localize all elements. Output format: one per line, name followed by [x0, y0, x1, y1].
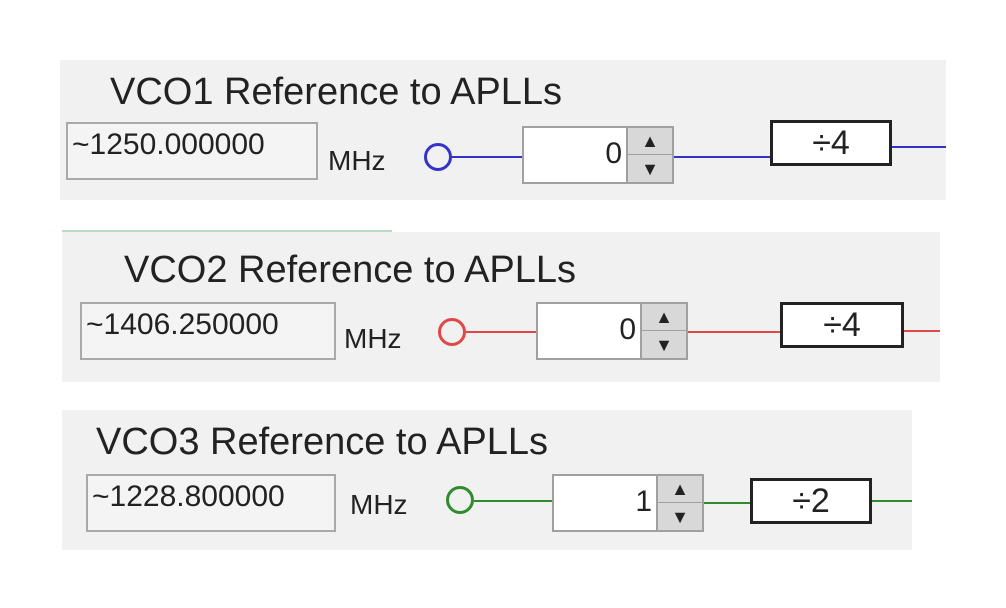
- vco3-title: VCO3 Reference to APLLs: [96, 421, 549, 463]
- vco3-panel: VCO3 Reference to APLLs ~1228.800000 MHz…: [62, 410, 912, 550]
- vco2-divider-box[interactable]: ÷4: [780, 302, 904, 348]
- vco1-spin-down-icon[interactable]: ▼: [641, 158, 659, 179]
- vco3-unit-label: MHz: [350, 489, 408, 520]
- vco2-panel: VCO2 Reference to APLLs ~1406.250000 MHz…: [62, 232, 940, 382]
- vco1-spin-value[interactable]: 0: [522, 126, 628, 184]
- vco2-unit-label: MHz: [344, 323, 402, 354]
- vco3-wire-2: [704, 502, 750, 504]
- vco2-wire: [466, 331, 536, 333]
- vco2-output-node-icon[interactable]: [438, 318, 466, 346]
- vco2-spin-value[interactable]: 0: [536, 302, 642, 360]
- vco3-spin-buttons: ▲ ▼: [656, 474, 704, 532]
- vco1-title: VCO1 Reference to APLLs: [110, 71, 563, 113]
- vco2-spin-buttons: ▲ ▼: [640, 302, 688, 360]
- vco1-wire-3: [892, 146, 946, 148]
- vco1-frequency-field[interactable]: ~1250.000000: [66, 122, 318, 180]
- section-separator: [62, 230, 392, 232]
- vco2-spin-up-icon[interactable]: ▲: [642, 304, 686, 331]
- vco3-wire-3: [872, 500, 912, 502]
- vco3-frequency-field[interactable]: ~1228.800000: [86, 474, 336, 532]
- vco3-spin-up-icon[interactable]: ▲: [658, 476, 702, 503]
- vco1-spin-up-icon[interactable]: ▲: [628, 128, 672, 155]
- vco2-title: VCO2 Reference to APLLs: [124, 249, 577, 291]
- vco1-wire-2: [674, 156, 770, 158]
- vco3-divider-box[interactable]: ÷2: [750, 478, 872, 524]
- vco1-divider-box[interactable]: ÷4: [770, 120, 892, 166]
- vco2-frequency-field[interactable]: ~1406.250000: [80, 302, 336, 360]
- vco1-spin-buttons: ▲ ▼: [626, 126, 674, 184]
- vco1-output-node-icon[interactable]: [424, 143, 452, 171]
- vco1-panel: VCO1 Reference to APLLs ~1250.000000 MHz…: [60, 60, 946, 200]
- vco1-wire: [452, 156, 522, 158]
- vco3-wire: [474, 500, 552, 502]
- vco3-spin-down-icon[interactable]: ▼: [671, 506, 689, 527]
- vco1-unit-label: MHz: [328, 145, 386, 176]
- vco2-wire-3: [904, 330, 940, 332]
- vco3-spin-value[interactable]: 1: [552, 474, 658, 532]
- vco3-output-node-icon[interactable]: [446, 486, 474, 514]
- vco2-wire-2: [688, 331, 780, 333]
- vco2-spin-down-icon[interactable]: ▼: [655, 334, 673, 355]
